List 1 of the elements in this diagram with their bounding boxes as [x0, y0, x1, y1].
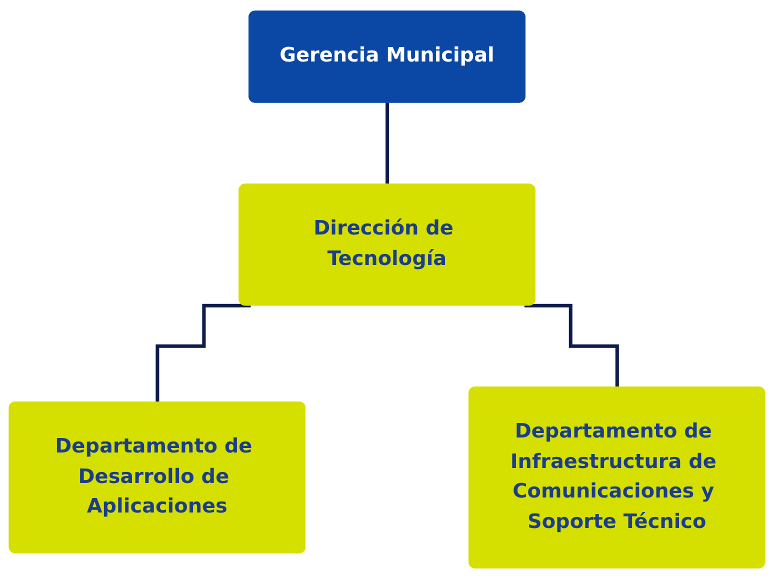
- connector: [156, 304, 251, 404]
